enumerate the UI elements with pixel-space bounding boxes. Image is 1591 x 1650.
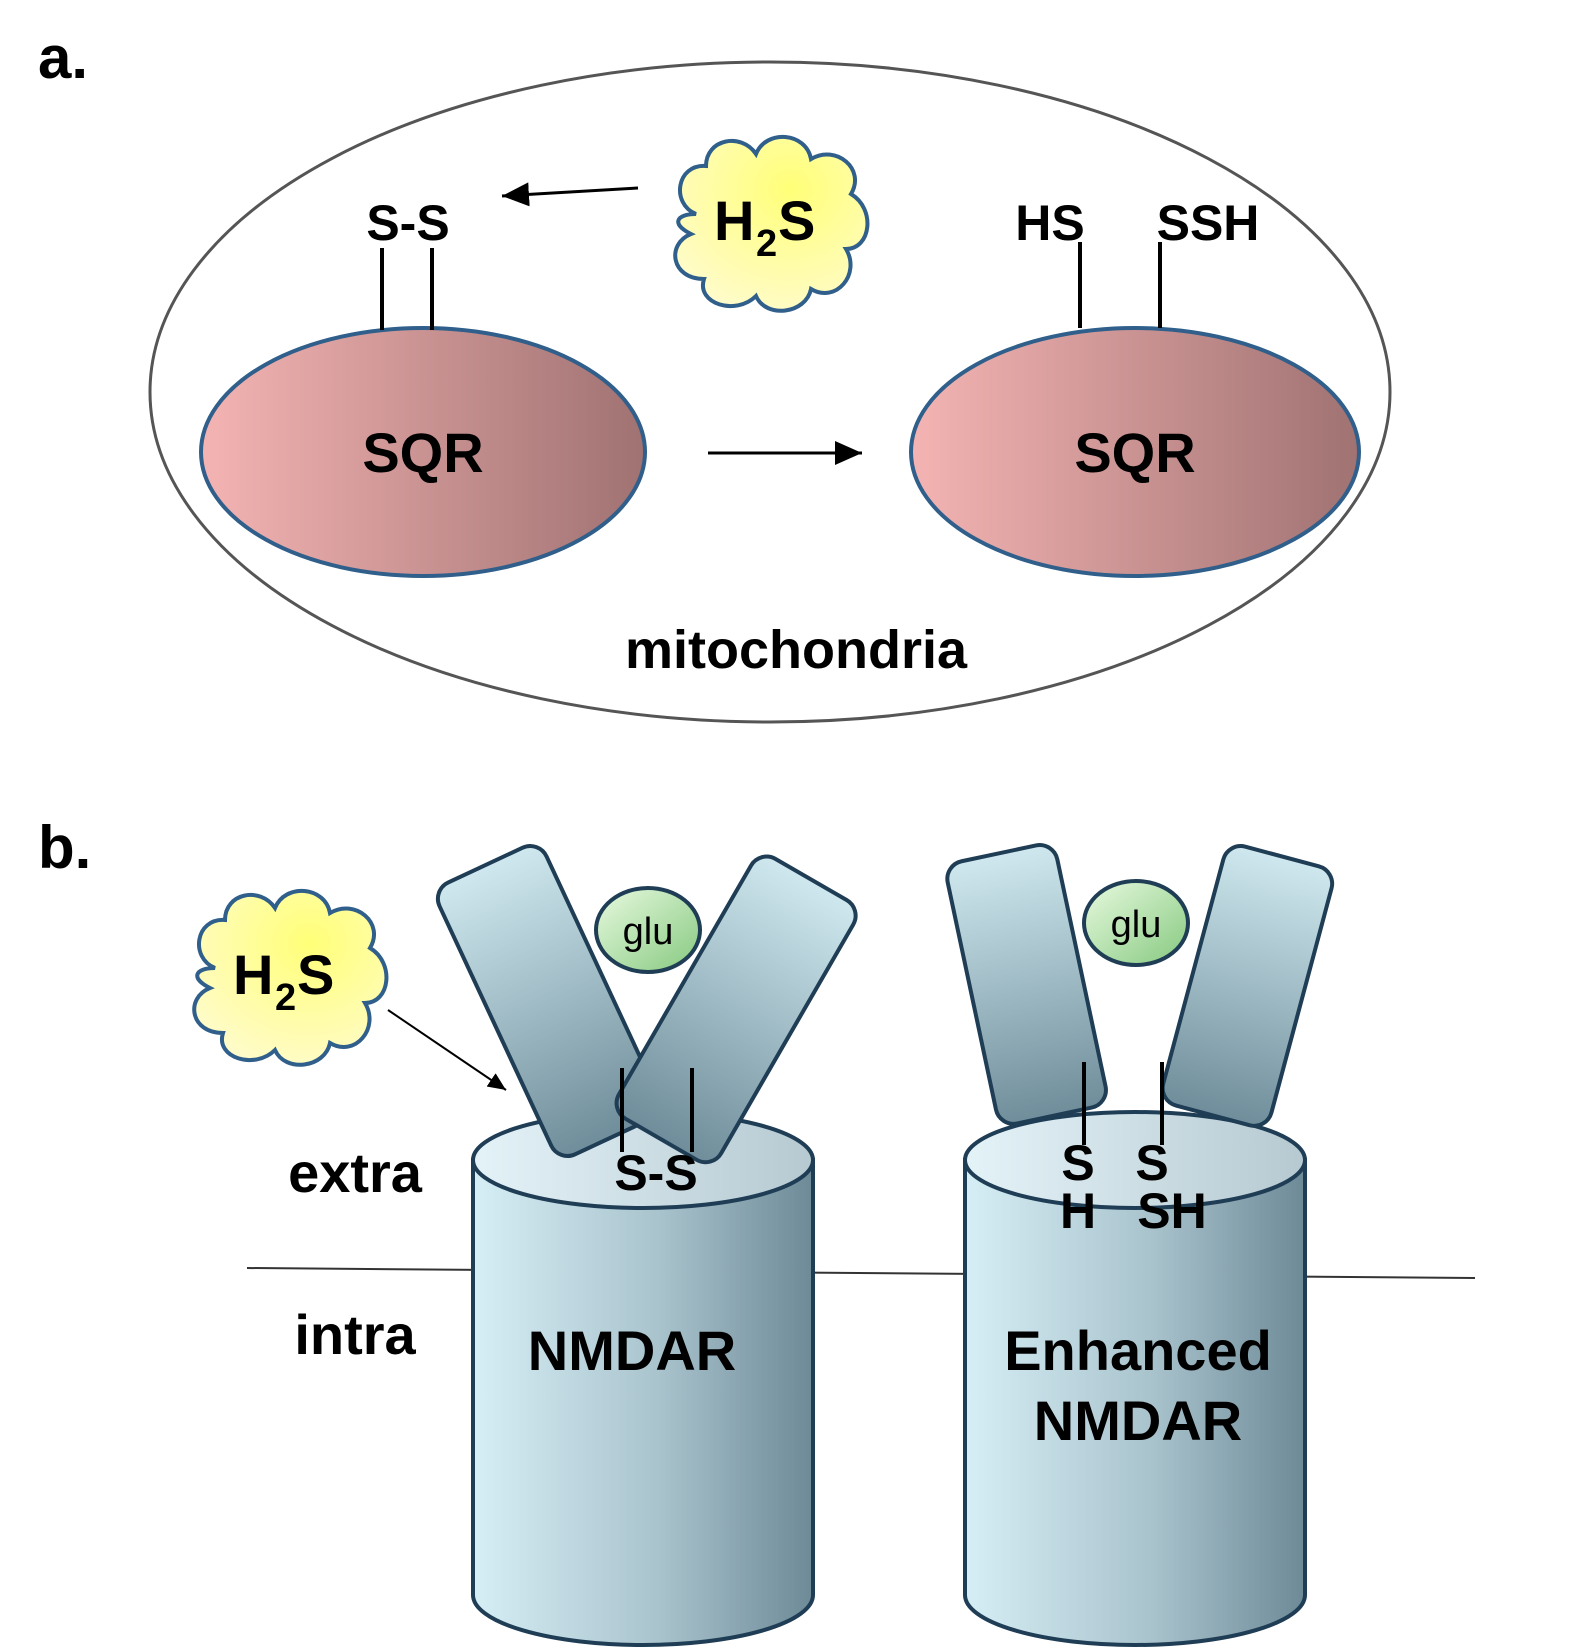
thiol-h-label-b: H — [1060, 1183, 1096, 1239]
glu-label-right: glu — [1111, 904, 1162, 946]
enhanced-nmdar-label-2: NMDAR — [1034, 1389, 1242, 1452]
nmdar-cylinder-body — [471, 1158, 815, 1647]
disulfide-label-a: S-S — [366, 195, 449, 251]
enhanced-nmdar-receptor — [963, 1110, 1307, 1647]
thiol-label-a: HS — [1015, 195, 1084, 251]
sqr-left-label: SQR — [362, 421, 483, 484]
mitochondria-label: mitochondria — [625, 620, 968, 680]
h2s-a-sub: 2 — [756, 223, 777, 265]
intra-label: intra — [294, 1303, 416, 1366]
h2s-a-main: H — [714, 189, 754, 252]
mitochondria-outline — [148, 60, 1392, 724]
arrow-h2s-to-nmdar — [387, 1009, 507, 1091]
nmdar-arm-right — [614, 854, 858, 1165]
glu-label-left: glu — [623, 911, 674, 953]
disulfide-label-b: S-S — [614, 1145, 697, 1201]
panel-a-label: a. — [38, 24, 88, 91]
h2s-b-tail: S — [297, 943, 334, 1006]
persulfide-sh-label-b: SH — [1137, 1183, 1206, 1239]
sqr-enzyme-left — [199, 326, 647, 578]
sqr-right-label: SQR — [1074, 421, 1195, 484]
glu-ligand-left — [594, 886, 702, 974]
h2s-a-tail: S — [778, 189, 815, 252]
persulfide-s-label-b: S — [1135, 1135, 1168, 1191]
h2s-b-sub: 2 — [275, 977, 296, 1019]
h2s-cloud-b: H 2 S — [192, 888, 389, 1067]
enhanced-nmdar-cylinder-body — [963, 1158, 1307, 1647]
arrow-h2s-to-disulfide — [501, 182, 639, 207]
h2s-b-main: H — [233, 943, 273, 1006]
glu-ligand-right — [1082, 879, 1190, 967]
extra-label: extra — [288, 1141, 423, 1204]
enhanced-nmdar-cylinder-top — [963, 1110, 1307, 1210]
enhanced-nmdar-label-1: Enhanced — [1004, 1319, 1272, 1382]
enhanced-nmdar-arm-right — [1160, 844, 1335, 1128]
persulfide-label-a: SSH — [1157, 195, 1260, 251]
h2s-cloud-a: H 2 S — [673, 134, 870, 313]
thiol-s-label-b: S — [1061, 1135, 1094, 1191]
enhanced-nmdar-arm-left — [945, 843, 1108, 1126]
nmdar-label: NMDAR — [528, 1319, 736, 1382]
nmdar-arm-left — [435, 844, 662, 1158]
panel-b-label: b. — [38, 814, 91, 881]
sqr-enzyme-right — [909, 326, 1361, 578]
